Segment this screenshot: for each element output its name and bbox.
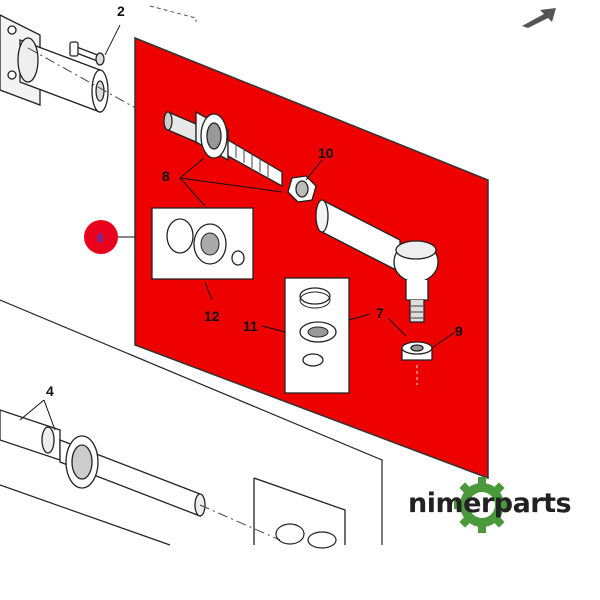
leader-4a	[19, 399, 45, 421]
callout-11: 11	[243, 318, 258, 334]
castle-nut-part	[401, 341, 433, 361]
leader-8a	[179, 157, 205, 179]
callout-7: 7	[376, 305, 384, 321]
lower-shaft	[0, 409, 206, 517]
leader-8b	[179, 177, 283, 193]
frame-top-dashed	[149, 5, 197, 22]
lower-kit-box	[253, 477, 346, 549]
callout-6: 6	[97, 231, 104, 245]
callout-8: 8	[162, 168, 170, 184]
leader-2	[104, 24, 121, 56]
inner-ball-joint	[163, 110, 283, 188]
housing-upper	[0, 14, 109, 113]
leader-9	[431, 331, 456, 349]
callout-10: 10	[318, 145, 334, 161]
lower-assembly-frame	[0, 299, 383, 546]
bolt-part	[69, 41, 105, 66]
seal-kit-box	[284, 277, 350, 394]
callout-4: 4	[46, 383, 54, 399]
boot-kit-box	[151, 207, 254, 280]
leader-11	[261, 325, 286, 333]
leader-12	[204, 281, 213, 301]
axis-line-bottom	[199, 504, 281, 541]
leader-7	[387, 317, 407, 337]
leader-8c	[179, 177, 206, 207]
lock-nut-part	[287, 175, 317, 203]
leader-10	[305, 159, 323, 181]
outer-tie-rod-end	[315, 198, 439, 323]
callout-2: 2	[117, 3, 125, 19]
arrow-up-right-icon[interactable]	[520, 6, 560, 28]
callout-12: 12	[204, 308, 220, 324]
callout-badge-6[interactable]	[84, 220, 118, 254]
leader-7b	[348, 313, 371, 321]
brand-logo-text: nimerparts	[408, 488, 572, 519]
leader-4b	[43, 399, 56, 431]
gear-logo-icon	[454, 477, 510, 533]
callout-9: 9	[455, 323, 463, 339]
